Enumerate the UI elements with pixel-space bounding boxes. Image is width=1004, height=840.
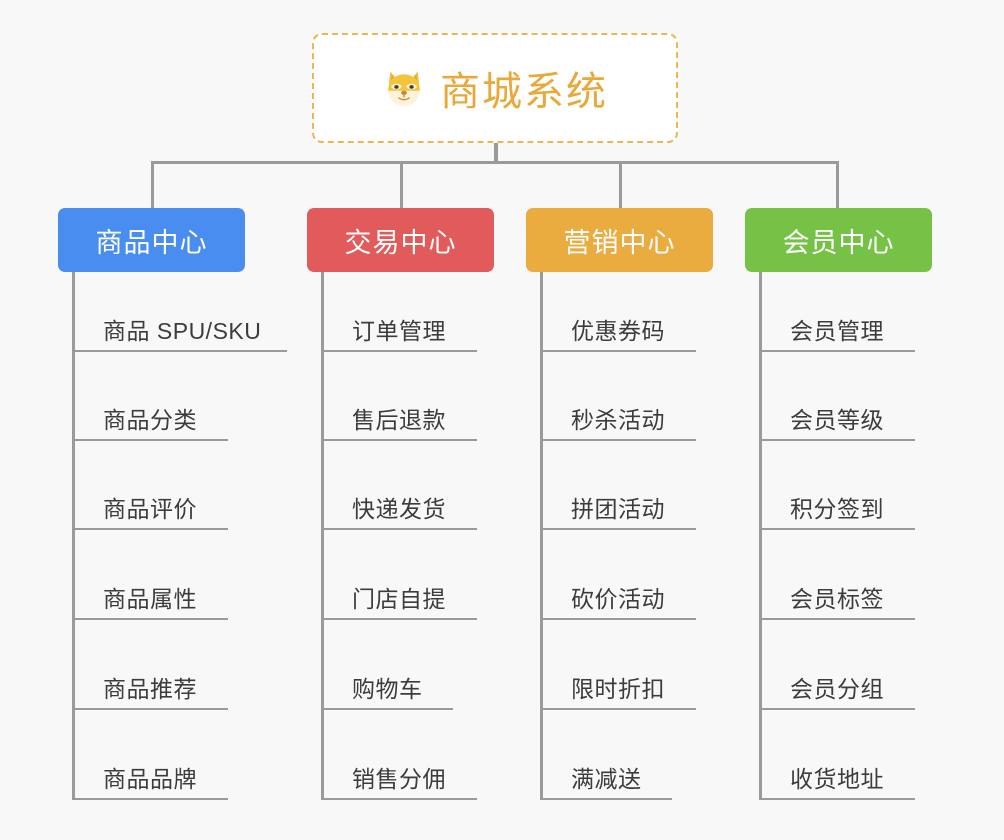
leaf-underline xyxy=(540,350,696,352)
leaf-label: 商品评价 xyxy=(103,496,197,522)
leaf-underline xyxy=(72,798,228,800)
leaf-underline xyxy=(72,350,287,352)
leaf-label: 积分签到 xyxy=(790,496,884,522)
leaf-label: 快递发货 xyxy=(352,496,446,522)
leaf-label: 会员等级 xyxy=(790,407,884,433)
leaf-underline xyxy=(540,439,696,441)
leaf-label: 拼团活动 xyxy=(571,496,665,522)
leaf-underline xyxy=(759,528,915,530)
leaf-underline xyxy=(321,798,477,800)
leaf-label: 商品推荐 xyxy=(103,676,197,702)
leaf-label: 收货地址 xyxy=(790,766,884,792)
leaf-underline xyxy=(321,350,477,352)
leaf-label: 商品品牌 xyxy=(103,766,197,792)
leaf-underline xyxy=(72,708,228,710)
leaf-label: 商品分类 xyxy=(103,407,197,433)
category-label: 商品中心 xyxy=(95,227,208,258)
connector-drop-2 xyxy=(400,161,403,209)
category-label: 营销中心 xyxy=(563,227,676,258)
leaf-underline xyxy=(321,528,477,530)
leaf-underline xyxy=(321,439,477,441)
shiba-dog-face-icon xyxy=(382,66,426,110)
category-header-marketing[interactable]: 营销中心 xyxy=(526,208,713,272)
branch-spine xyxy=(759,272,762,800)
leaf-label: 优惠券码 xyxy=(571,318,665,344)
branch-spine xyxy=(321,272,324,800)
leaf-label: 会员分组 xyxy=(790,676,884,702)
root-title: 商城系统 xyxy=(440,70,608,114)
leaf-label: 门店自提 xyxy=(352,586,446,612)
category-label: 交易中心 xyxy=(344,227,457,258)
leaf-label: 售后退款 xyxy=(352,407,446,433)
leaf-underline xyxy=(759,798,915,800)
branch-spine xyxy=(72,272,75,800)
connector-drop-3 xyxy=(619,161,622,209)
branch-spine xyxy=(540,272,543,800)
leaf-label: 秒杀活动 xyxy=(571,407,665,433)
leaf-label: 销售分佣 xyxy=(352,766,446,792)
leaf-underline xyxy=(72,528,228,530)
connector-drop-4 xyxy=(836,161,839,209)
connector-root-stem xyxy=(494,143,498,164)
category-header-product[interactable]: 商品中心 xyxy=(58,208,245,272)
leaf-label: 会员管理 xyxy=(790,318,884,344)
leaf-underline xyxy=(540,708,696,710)
leaf-underline xyxy=(72,439,228,441)
connector-drop-1 xyxy=(151,161,154,209)
leaf-underline xyxy=(759,708,915,710)
leaf-underline xyxy=(759,439,915,441)
leaf-label: 商品属性 xyxy=(103,586,197,612)
leaf-label: 商品 SPU/SKU xyxy=(103,318,262,344)
leaf-underline xyxy=(759,618,915,620)
leaf-label: 订单管理 xyxy=(352,318,446,344)
category-header-trade[interactable]: 交易中心 xyxy=(307,208,494,272)
root-node[interactable]: 商城系统 xyxy=(312,33,678,143)
leaf-label: 砍价活动 xyxy=(571,586,665,612)
category-label: 会员中心 xyxy=(782,227,895,258)
leaf-underline xyxy=(540,618,696,620)
leaf-label: 限时折扣 xyxy=(571,676,665,702)
leaf-label: 会员标签 xyxy=(790,586,884,612)
leaf-underline xyxy=(72,618,228,620)
leaf-label: 满减送 xyxy=(571,766,642,792)
leaf-underline xyxy=(540,528,696,530)
category-header-member[interactable]: 会员中心 xyxy=(745,208,932,272)
leaf-label: 购物车 xyxy=(352,676,423,702)
connector-horizontal-bus xyxy=(151,161,839,164)
leaf-underline xyxy=(759,350,915,352)
leaf-underline xyxy=(321,708,453,710)
leaf-underline xyxy=(540,798,672,800)
leaf-underline xyxy=(321,618,477,620)
